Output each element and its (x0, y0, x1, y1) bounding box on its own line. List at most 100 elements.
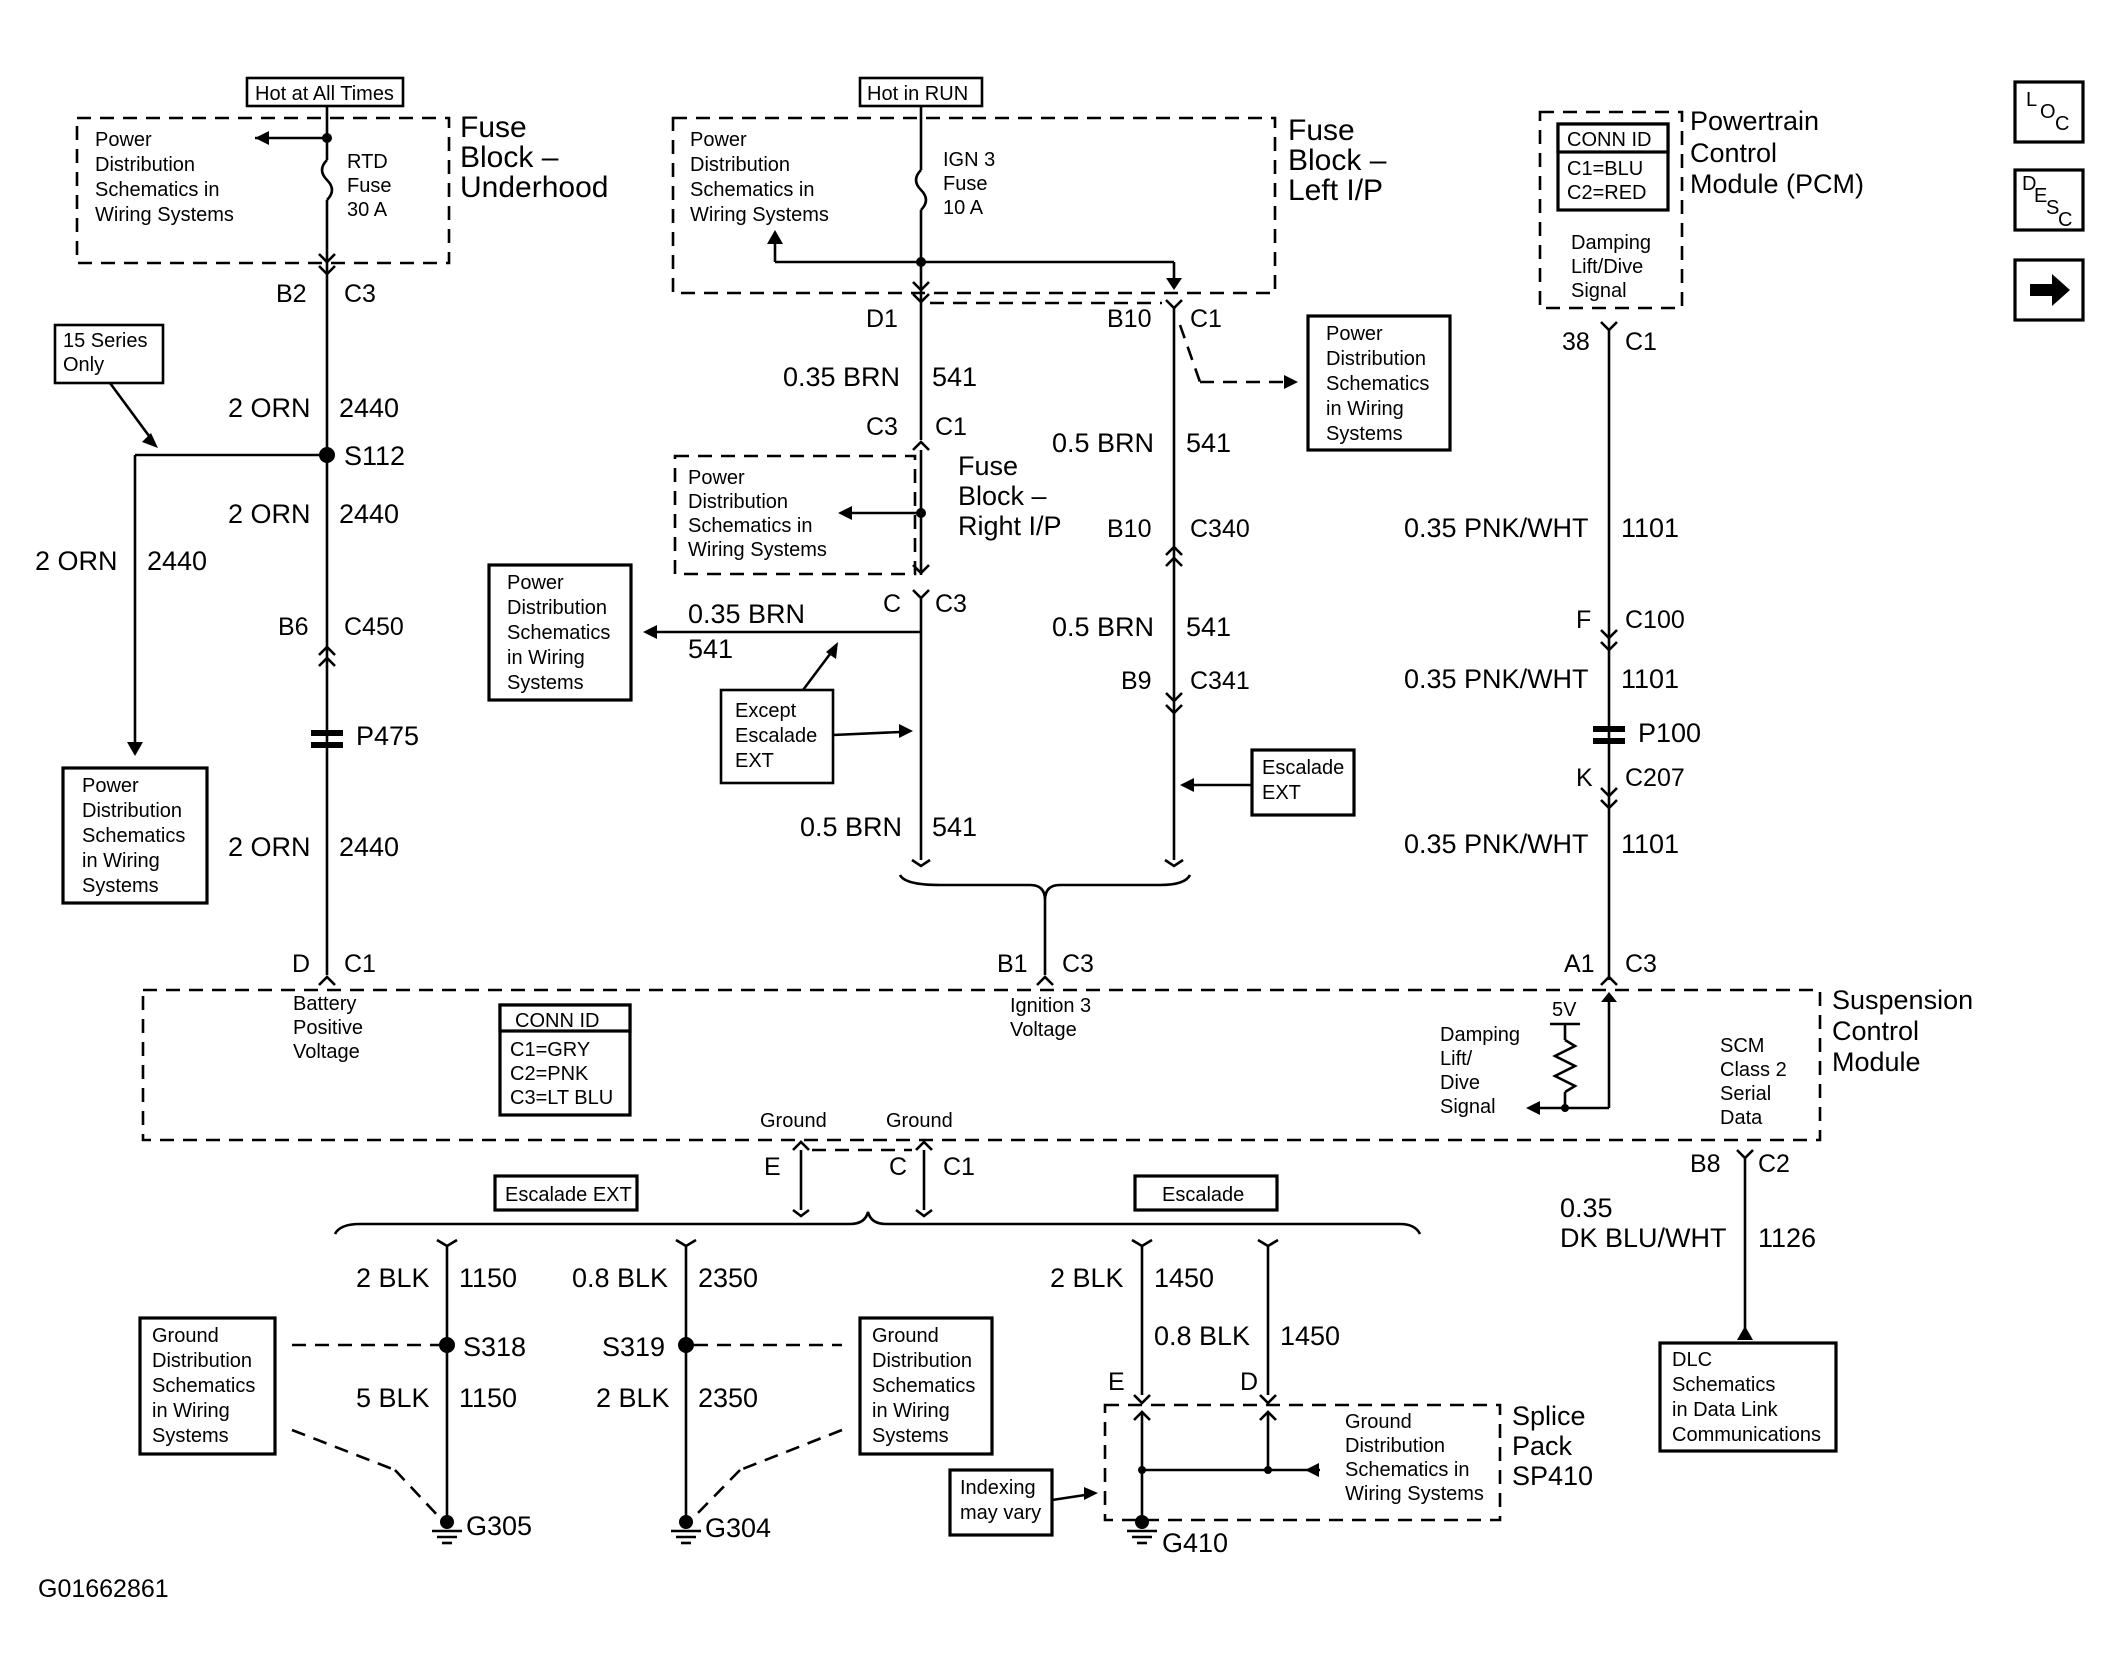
arrow-left-icon (255, 131, 269, 145)
ground-g304-icon (671, 1515, 701, 1545)
svg-text:Escalade: Escalade (735, 725, 817, 747)
svg-text:0.35 PNK/WHT: 0.35 PNK/WHT (1404, 664, 1589, 694)
svg-text:Ground: Ground (1345, 1411, 1412, 1433)
svg-text:1126: 1126 (1758, 1223, 1816, 1253)
svg-text:C2=PNK: C2=PNK (510, 1063, 589, 1085)
svg-text:Control: Control (1690, 138, 1777, 168)
svg-text:Power: Power (95, 129, 152, 151)
svg-text:Signal: Signal (1571, 280, 1627, 302)
scm-damping-signal: Damping Lift/ Dive Signal (1440, 1024, 1520, 1118)
svg-text:S319: S319 (602, 1332, 665, 1362)
svg-text:Splice: Splice (1512, 1401, 1586, 1431)
dlc-box (1658, 1341, 1838, 1453)
svg-text:Right I/P: Right I/P (958, 511, 1062, 541)
svg-text:Battery: Battery (293, 993, 356, 1015)
svg-text:1101: 1101 (1621, 664, 1679, 694)
svg-text:in Wiring: in Wiring (1326, 398, 1404, 420)
svg-text:Signal: Signal (1440, 1096, 1496, 1118)
svg-text:Ground: Ground (760, 1110, 827, 1132)
svg-text:Power: Power (507, 572, 564, 594)
svg-text:Fuse: Fuse (1288, 114, 1355, 147)
svg-text:IGN 3: IGN 3 (943, 149, 995, 171)
svg-text:Ground: Ground (152, 1325, 219, 1347)
hot-at-all-times-label (245, 76, 405, 108)
pds-text-right-ip: Power Distribution Schematics in Wiring … (688, 467, 827, 561)
splice-s319 (678, 1337, 694, 1353)
figure-id: G01662861 (38, 1575, 169, 1603)
escalade-branch-label (1133, 1174, 1279, 1212)
scm-battery-voltage: Battery Positive Voltage (293, 993, 363, 1063)
svg-text:5V: 5V (1552, 999, 1577, 1021)
svg-text:0.8 BLK: 0.8 BLK (572, 1263, 668, 1293)
next-page-button[interactable] (2013, 258, 2085, 322)
svg-text:2 ORN: 2 ORN (35, 546, 118, 576)
svg-text:Distribution: Distribution (95, 154, 195, 176)
connector-icon (318, 253, 336, 276)
fuse-block-underhood (75, 116, 451, 265)
scm-title: Suspension Control Module (1832, 985, 1973, 1077)
arrow-right-icon (2030, 274, 2070, 306)
svg-text:in Wiring: in Wiring (82, 850, 160, 872)
svg-text:F: F (1576, 606, 1591, 634)
splice-pack-title: Splice Pack SP410 (1512, 1401, 1593, 1491)
svg-text:30 A: 30 A (347, 199, 388, 221)
note-indexing-may-vary (948, 1468, 1054, 1537)
branch-brace (898, 874, 1192, 901)
svg-text:Schematics: Schematics (1326, 373, 1429, 395)
svg-text:Schematics in: Schematics in (690, 179, 815, 201)
svg-text:Hot in RUN: Hot in RUN (867, 83, 968, 105)
svg-text:EXT: EXT (1262, 782, 1301, 804)
svg-text:2440: 2440 (339, 499, 399, 529)
rtd-fuse-icon (320, 159, 334, 201)
gds-box-left (138, 1316, 277, 1456)
svg-text:Damping: Damping (1440, 1024, 1520, 1046)
svg-text:RTD: RTD (347, 151, 388, 173)
svg-text:0.35 PNK/WHT: 0.35 PNK/WHT (1404, 513, 1589, 543)
pds-text-left-ip: Power Distribution Schematics in Wiring … (690, 129, 829, 226)
fuse-block-right-ip (673, 454, 917, 576)
svg-text:K: K (1576, 764, 1593, 792)
note-15-series-only (53, 323, 165, 385)
svg-text:in Wiring: in Wiring (152, 1400, 230, 1422)
pds-box-right (1306, 314, 1452, 452)
pds-box-left (61, 766, 209, 905)
svg-text:Hot at All Times: Hot at All Times (255, 83, 394, 105)
splice-s318 (439, 1337, 455, 1353)
svg-text:Schematics: Schematics (507, 622, 610, 644)
svg-text:Wiring Systems: Wiring Systems (690, 204, 829, 226)
svg-text:C3: C3 (1062, 950, 1094, 978)
svg-text:Lift/: Lift/ (1440, 1048, 1473, 1070)
svg-text:P100: P100 (1638, 718, 1701, 748)
svg-text:B1: B1 (997, 950, 1028, 978)
svg-text:Wiring Systems: Wiring Systems (1345, 1483, 1484, 1505)
svg-text:G304: G304 (705, 1513, 771, 1543)
svg-text:Module (PCM): Module (PCM) (1690, 169, 1864, 199)
svg-text:541: 541 (1186, 428, 1231, 458)
suspension-control-module (141, 988, 1822, 1142)
svg-text:D1: D1 (866, 305, 898, 333)
svg-text:C1=BLU: C1=BLU (1567, 158, 1643, 180)
svg-text:C: C (2058, 209, 2072, 231)
svg-text:Powertrain: Powertrain (1690, 106, 1819, 136)
svg-text:B8: B8 (1690, 1150, 1721, 1178)
escalade-ext-branch-label (493, 1174, 639, 1212)
svg-text:C100: C100 (1625, 606, 1685, 634)
fuse-block-right-ip-title: Fuse Block – Right I/P (958, 451, 1062, 541)
loc-button[interactable]: L O C (2013, 80, 2085, 144)
svg-text:Lift/Dive: Lift/Dive (1571, 256, 1643, 278)
gds-box-center (858, 1316, 994, 1456)
desc-button[interactable]: D E S C (2013, 168, 2085, 232)
svg-text:O: O (2040, 101, 2056, 123)
svg-text:Control: Control (1832, 1016, 1919, 1046)
svg-text:DLC: DLC (1672, 1349, 1712, 1371)
svg-text:Block –: Block – (958, 481, 1047, 511)
svg-text:0.35: 0.35 (1560, 1193, 1613, 1223)
svg-text:Fuse: Fuse (958, 451, 1018, 481)
svg-text:0.5 BRN: 0.5 BRN (1052, 612, 1154, 642)
fuse-block-left-ip-title: Fuse Block – Left I/P (1288, 114, 1387, 207)
svg-text:541: 541 (688, 634, 733, 664)
svg-text:Block –: Block – (1288, 144, 1387, 177)
svg-text:D: D (1240, 1368, 1258, 1396)
svg-text:Suspension: Suspension (1832, 985, 1973, 1015)
